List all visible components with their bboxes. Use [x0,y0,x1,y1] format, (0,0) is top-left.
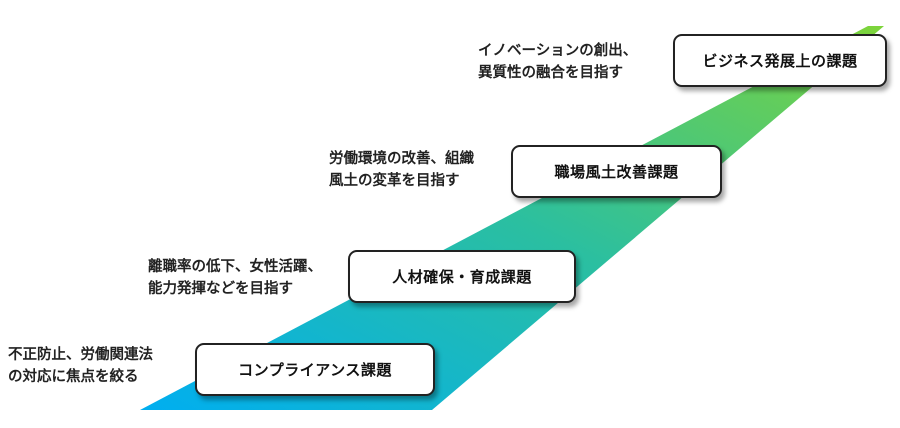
stage-4-description-line-2: 異質性の融合を目指す [478,65,623,81]
stage-4-title: ビジネス発展上の課題 [702,52,858,70]
stage-1-box: コンプライアンス課題 [195,343,435,396]
stage-2-box: 人材確保・育成課題 [348,250,576,303]
stage-1-description-line-1: 不正防止、労働関連法 [8,347,153,363]
stage-2-description: 離職率の低下、女性活躍、 能力発揮などを目指す [148,256,322,300]
stage-4-box: ビジネス発展上の課題 [673,34,887,87]
ramp-shape [140,26,884,410]
stage-3-box: 職場風土改善課題 [511,145,722,198]
stage-3-description-line-1: 労働環境の改善、組織 [329,151,474,167]
stage-1-description-line-2: の対応に焦点を絞る [8,369,139,385]
stage-3-title: 職場風土改善課題 [554,163,679,181]
stage-3-description: 労働環境の改善、組織 風土の変革を目指す [329,148,474,192]
stage-1-description: 不正防止、労働関連法 の対応に焦点を絞る [8,344,153,388]
stage-2-description-line-2: 能力発揮などを目指す [148,281,293,297]
stage-3-description-line-2: 風土の変革を目指す [329,173,460,189]
stage-1-title: コンプライアンス課題 [238,361,392,379]
stage-4-description: イノベーションの創出、 異質性の融合を目指す [478,40,637,84]
stage-4-description-line-1: イノベーションの創出、 [478,43,638,59]
stage-2-description-line-1: 離職率の低下、女性活躍、 [148,259,322,275]
stage-2-title: 人材確保・育成課題 [392,268,532,286]
